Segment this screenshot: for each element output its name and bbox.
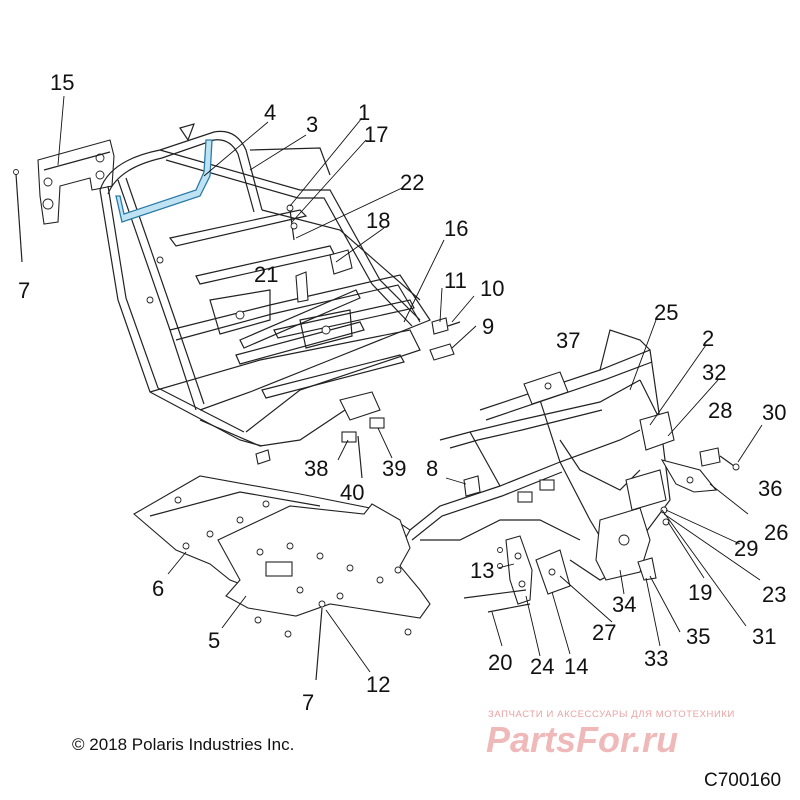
seat-frame-assembly [99,123,431,465]
callout-31: 31 [752,624,776,649]
parts-38-39-40 [341,417,385,479]
callout-20: 20 [488,650,512,675]
callout-37: 37 [556,328,580,353]
callout-11: 11 [444,268,467,293]
callout-24: 24 [530,654,554,679]
callout-7-bottom: 7 [302,690,314,715]
watermark: ЗАПЧАСТИ И АКСЕССУАРЫ ДЛЯ МОТОТЕХНИКИ Pa… [486,709,735,760]
callout-14: 14 [564,654,588,679]
callout-1: 1 [358,100,370,125]
callout-5: 5 [208,628,220,653]
callout-40: 40 [340,480,364,505]
part-15-rear-bracket [37,139,115,225]
callout-17: 17 [364,122,388,147]
copyright-notice: © 2018 Polaris Industries Inc. [72,735,294,754]
callout-13: 13 [470,558,494,583]
part-5-skid-plate [217,503,431,638]
fasteners-17-22 [286,204,298,241]
callout-3: 3 [306,112,318,137]
callout-19: 19 [688,580,712,605]
callout-34: 34 [612,592,636,617]
part-4-strap-highlighted [115,139,213,223]
callout-28: 28 [708,398,732,423]
parts-9-10-11 [429,317,461,361]
watermark-logo: PartsFor.ru [486,719,678,760]
part-12-fastener [315,600,326,681]
callout-12: 12 [366,672,390,697]
callout-4: 4 [264,100,276,125]
front-frame-assembly [409,329,740,581]
callout-16: 16 [444,216,468,241]
callout-6: 6 [152,576,164,601]
diagram-code: C700160 [704,770,781,791]
callout-25: 25 [654,300,678,325]
lower-bracket-parts [463,535,657,613]
callout-2: 2 [702,326,714,351]
watermark-tagline: ЗАПЧАСТИ И АКСЕССУАРЫ ДЛЯ МОТОТЕХНИКИ [488,709,735,720]
callout-29: 29 [734,536,758,561]
callout-8: 8 [426,456,438,481]
callout-labels: 15 4 3 1 17 22 18 16 7 21 11 10 9 25 2 3… [18,70,788,715]
callout-32: 32 [702,360,726,385]
callout-leader-lines [57,95,763,673]
callout-23: 23 [762,582,786,607]
callout-9: 9 [482,314,494,339]
part-7-fastener-left [13,169,23,263]
callout-26: 26 [764,520,788,545]
callout-10: 10 [480,276,504,301]
callout-27: 27 [592,620,616,645]
callout-39: 39 [382,456,406,481]
callout-33: 33 [644,646,668,671]
callout-22: 22 [400,170,424,195]
callout-15: 15 [50,70,74,95]
callout-30: 30 [762,400,786,425]
callout-36: 36 [758,476,782,501]
callout-38: 38 [304,456,328,481]
callout-35: 35 [686,624,710,649]
callout-18: 18 [366,208,390,233]
callout-7-left: 7 [18,278,30,303]
callout-21: 21 [254,262,278,287]
